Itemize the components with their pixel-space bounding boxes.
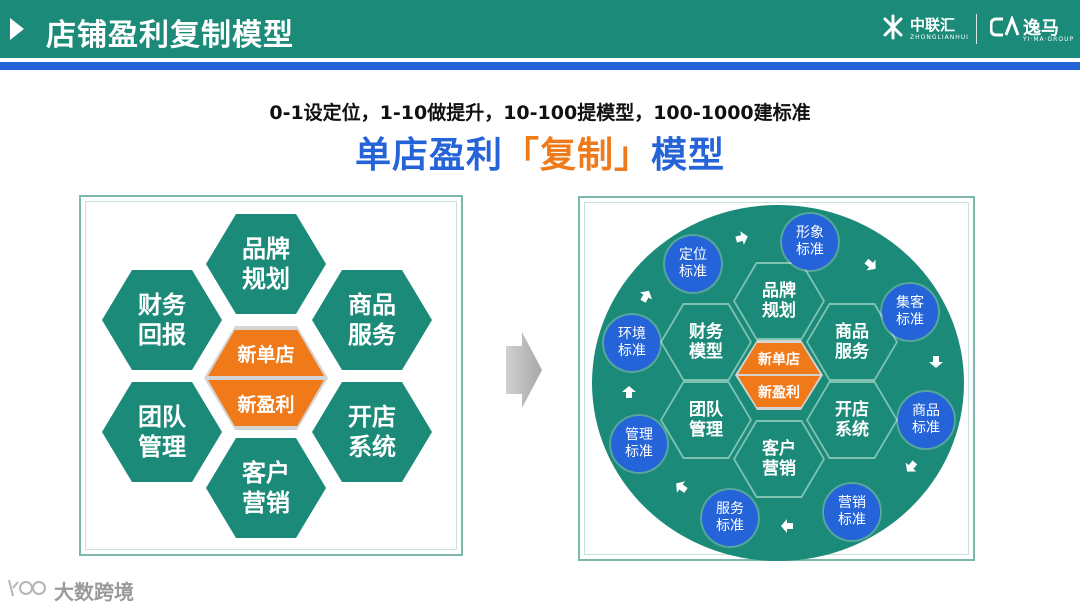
- main-title-part1: 单店盈利: [354, 135, 503, 176]
- play-triangle-icon: [10, 18, 24, 40]
- rcenter-hex: 新单店 新盈利: [735, 340, 823, 410]
- logo-divider: [976, 14, 977, 44]
- right-arrow-icon: [506, 332, 542, 408]
- page-title: 店铺盈利复制模型: [46, 18, 294, 53]
- flow-arrow-icon: [733, 229, 750, 246]
- main-title-highlight: 「复制」: [502, 135, 651, 176]
- watermark-text: 大数跨境: [54, 580, 134, 604]
- flow-arrow-icon: [929, 355, 943, 369]
- std-management: 管理标准: [611, 416, 667, 472]
- yima-logo: 逸马 YI·MA·GROUP: [990, 12, 1075, 46]
- header-bar: 店铺盈利复制模型 中联汇 ZHONGLIANHUI 逸马 YI·MA·GROUP: [0, 0, 1080, 58]
- header-blue-stripe: [0, 62, 1080, 70]
- flow-arrow-icon: [622, 385, 636, 399]
- std-service: 服务标准: [702, 490, 758, 546]
- zhonglianhui-logo: 中联汇 ZHONGLIANHUI: [880, 12, 972, 46]
- main-title: 单店盈利「复制」模型: [0, 126, 1080, 178]
- std-environment: 环境标准: [604, 315, 660, 371]
- zhonglianhui-sub: ZHONGLIANHUI: [910, 34, 969, 41]
- watermark-logo-icon: [8, 579, 46, 597]
- std-customer-attraction: 集客标准: [882, 284, 938, 340]
- flow-arrow-icon: [861, 255, 881, 275]
- std-marketing: 营销标准: [824, 484, 880, 540]
- main-title-part3: 模型: [651, 135, 726, 176]
- yima-name: 逸马: [1023, 18, 1059, 39]
- std-product: 商品标准: [898, 392, 954, 448]
- header-white-stripe: [0, 58, 1080, 62]
- flow-arrow-icon: [780, 519, 794, 533]
- flow-arrow-icon: [901, 457, 921, 477]
- subtitle: 0-1设定位，1-10做提升，10-100提模型，100-1000建标准: [269, 102, 811, 124]
- std-positioning: 定位标准: [665, 236, 721, 292]
- zhonglianhui-name: 中联汇: [910, 16, 956, 34]
- std-image: 形象标准: [782, 214, 838, 270]
- flow-arrow-icon: [671, 477, 690, 496]
- flow-arrow-icon: [636, 286, 655, 305]
- yima-mark-icon: [990, 16, 1020, 37]
- zhonglianhui-mark-icon: [883, 14, 903, 40]
- yima-sub: YI·MA·GROUP: [1023, 36, 1075, 43]
- left-panel-inner-border: [85, 201, 457, 550]
